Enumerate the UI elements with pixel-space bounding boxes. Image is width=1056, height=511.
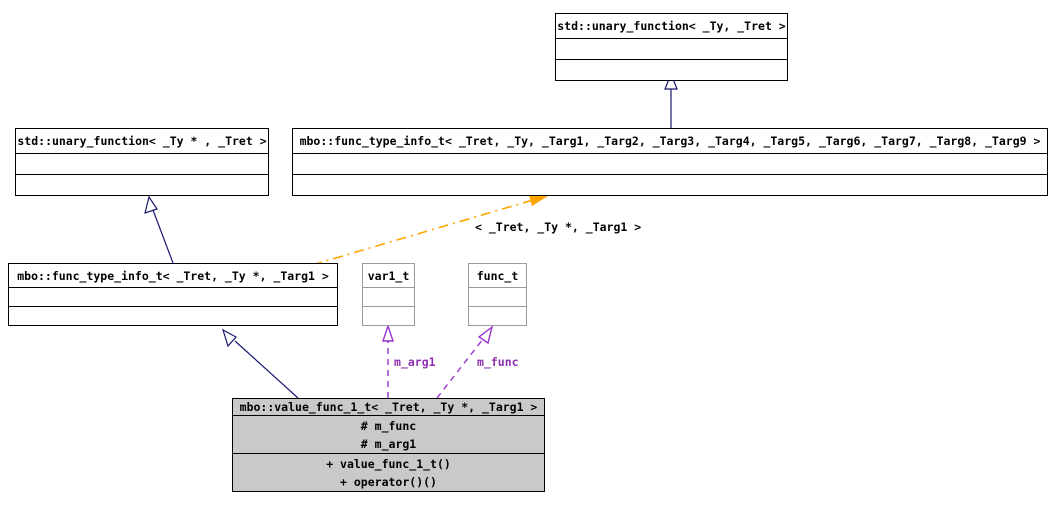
class-title: mbo::value_func_1_t< _Tret, _Ty *, _Targ… xyxy=(239,400,538,414)
class-attributes xyxy=(9,287,337,306)
class-title: std::unary_function< _Ty, _Tret > xyxy=(557,19,786,33)
class-box-mbo-func-type-info-t-bound[interactable]: mbo::func_type_info_t< _Tret, _Ty *, _Ta… xyxy=(8,263,338,326)
class-attributes: # m_func # m_arg1 xyxy=(233,415,544,453)
operation-item: + value_func_1_t() xyxy=(326,456,451,471)
class-operations xyxy=(469,306,526,325)
edge-label-m-arg1: m_arg1 xyxy=(394,355,436,369)
class-box-std-unary-function-typtr-tret[interactable]: std::unary_function< _Ty * , _Tret > xyxy=(15,128,269,196)
edge-inherit-value-to-bound xyxy=(221,328,299,399)
class-title: func_t xyxy=(476,268,519,283)
class-attributes xyxy=(363,287,414,306)
edge-label-template-binding: < _Tret, _Ty *, _Targ1 > xyxy=(475,220,642,234)
class-box-std-unary-function-ty-tret[interactable]: std::unary_function< _Ty, _Tret > xyxy=(555,13,788,81)
operation-item: + operator()() xyxy=(340,474,437,489)
attribute-item: # m_arg1 xyxy=(360,436,417,451)
class-operations xyxy=(293,174,1047,195)
class-operations: + value_func_1_t() + operator()() xyxy=(233,453,544,491)
class-attributes xyxy=(469,287,526,306)
attribute-item: # m_func xyxy=(360,418,417,433)
class-box-mbo-func-type-info-t-full[interactable]: mbo::func_type_info_t< _Tret, _Ty, _Targ… xyxy=(292,128,1048,196)
class-attributes xyxy=(16,153,268,174)
class-operations xyxy=(9,306,337,325)
class-title: var1_t xyxy=(367,268,410,283)
edge-label-m-func: m_func xyxy=(477,355,519,369)
edge-assoc-m_arg1 xyxy=(382,323,394,398)
class-attributes xyxy=(556,38,787,59)
edge-inherit-bound-to-unaryptr xyxy=(144,195,174,264)
class-box-mbo-value-func-1-t[interactable]: mbo::value_func_1_t< _Tret, _Ty *, _Targ… xyxy=(232,398,545,492)
class-title: std::unary_function< _Ty * , _Tret > xyxy=(17,134,267,148)
class-attributes xyxy=(293,153,1047,174)
class-operations xyxy=(363,306,414,325)
class-title: mbo::func_type_info_t< _Tret, _Ty, _Targ… xyxy=(299,134,1041,148)
edge-inherit-full-to-unary xyxy=(664,72,678,128)
class-title: mbo::func_type_info_t< _Tret, _Ty *, _Ta… xyxy=(17,268,329,283)
class-box-func-t[interactable]: func_t xyxy=(468,263,527,326)
class-box-var1-t[interactable]: var1_t xyxy=(362,263,415,326)
class-operations xyxy=(16,174,268,195)
class-operations xyxy=(556,59,787,80)
